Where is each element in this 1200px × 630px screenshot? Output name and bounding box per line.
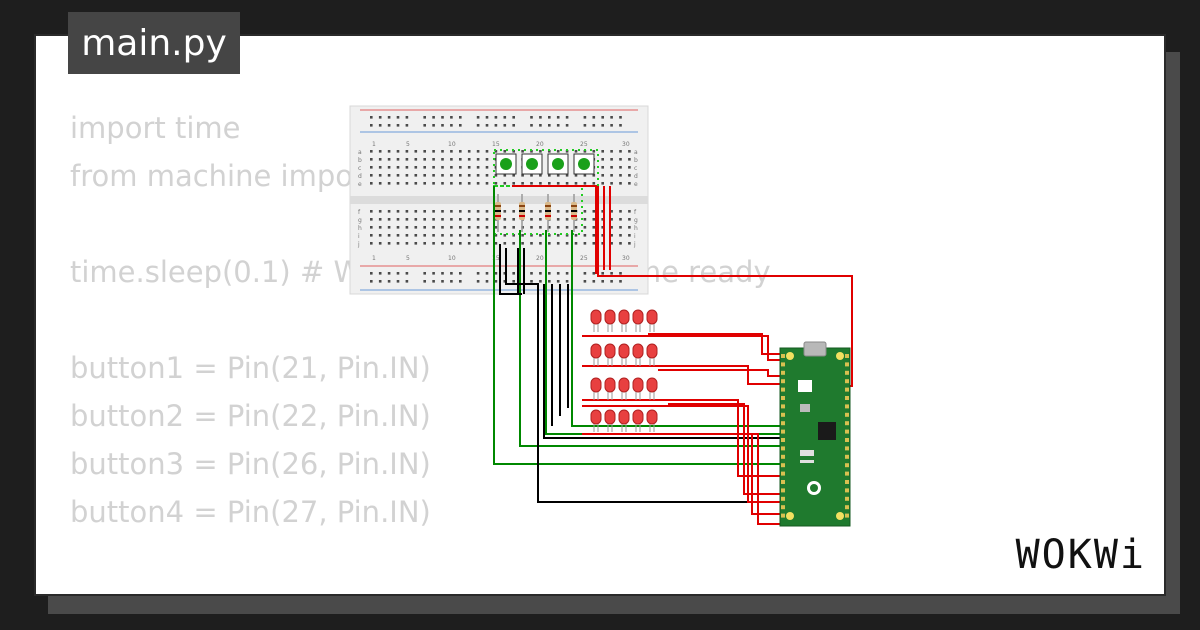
- column-label: 1: [372, 141, 376, 148]
- code-line: button2 = Pin(22, Pin.IN): [70, 399, 431, 433]
- led: [604, 377, 616, 400]
- resistor: [545, 194, 551, 232]
- row-label: f: [358, 209, 361, 216]
- resistor: [571, 194, 577, 232]
- wires: [493, 185, 853, 525]
- column-label: 20: [536, 141, 544, 148]
- push-button-3[interactable]: [547, 153, 569, 175]
- column-label: 30: [622, 255, 630, 262]
- column-label: 15: [492, 141, 500, 148]
- led: [646, 409, 658, 432]
- row-label: c: [634, 165, 637, 172]
- led: [604, 309, 616, 332]
- row-label: a: [358, 149, 362, 156]
- led: [646, 309, 658, 332]
- push-button-2[interactable]: [521, 153, 543, 175]
- row-label: j: [357, 241, 360, 248]
- led: [590, 409, 602, 432]
- column-label: 5: [406, 141, 410, 148]
- led: [618, 309, 630, 332]
- led: [604, 409, 616, 432]
- row-label: i: [634, 233, 636, 240]
- code-line: button4 = Pin(27, Pin.IN): [70, 495, 431, 529]
- led: [632, 377, 644, 400]
- row-label: e: [358, 181, 362, 188]
- circuit-diagram: 1 5 10 15 20 25 30 1 5 10 15 20 25 30 a …: [349, 105, 853, 527]
- pico-pins: [781, 354, 849, 518]
- column-label: 10: [448, 141, 456, 148]
- resistor: [519, 194, 525, 232]
- push-buttons: [495, 153, 595, 175]
- row-label: j: [633, 241, 636, 248]
- led: [618, 409, 630, 432]
- push-button-4[interactable]: [573, 153, 595, 175]
- code-line: button3 = Pin(26, Pin.IN): [70, 447, 431, 481]
- column-label: 25: [580, 255, 588, 262]
- row-label: g: [358, 217, 362, 224]
- led: [632, 309, 644, 332]
- led: [646, 377, 658, 400]
- row-label: c: [358, 165, 361, 172]
- row-label: b: [358, 157, 362, 164]
- code-line: led1 = Pin(: [70, 584, 771, 594]
- raspberry-logo: [807, 481, 821, 495]
- row-label: b: [634, 157, 638, 164]
- led: [590, 309, 602, 332]
- column-label: 5: [406, 255, 410, 262]
- pico-board[interactable]: [779, 341, 851, 527]
- column-label: 15: [492, 255, 500, 262]
- wokwi-logo: WOKWi: [1015, 532, 1146, 578]
- led: [646, 343, 658, 366]
- led: [618, 343, 630, 366]
- resistor: [495, 194, 501, 232]
- row-label: d: [634, 173, 638, 180]
- row-label: f: [634, 209, 637, 216]
- led: [590, 343, 602, 366]
- row-label: e: [634, 181, 638, 188]
- code-line: import time: [70, 111, 241, 145]
- led: [604, 343, 616, 366]
- file-name-tab[interactable]: main.py: [68, 12, 240, 74]
- led: [632, 409, 644, 432]
- column-label: 30: [622, 141, 630, 148]
- code-line: button1 = Pin(21, Pin.IN): [70, 351, 431, 385]
- row-label: g: [634, 217, 638, 224]
- push-button-1[interactable]: [495, 153, 517, 175]
- led-grid: [590, 309, 658, 432]
- row-label: d: [358, 173, 362, 180]
- row-label: a: [634, 149, 638, 156]
- row-label: i: [358, 233, 360, 240]
- resistors: [495, 194, 577, 232]
- row-label: h: [358, 225, 362, 232]
- code-line: [70, 536, 771, 584]
- led: [632, 343, 644, 366]
- row-label: h: [634, 225, 638, 232]
- led: [590, 377, 602, 400]
- column-label: 10: [448, 255, 456, 262]
- column-label: 25: [580, 141, 588, 148]
- column-label: 1: [372, 255, 376, 262]
- column-label: 20: [536, 255, 544, 262]
- led: [618, 377, 630, 400]
